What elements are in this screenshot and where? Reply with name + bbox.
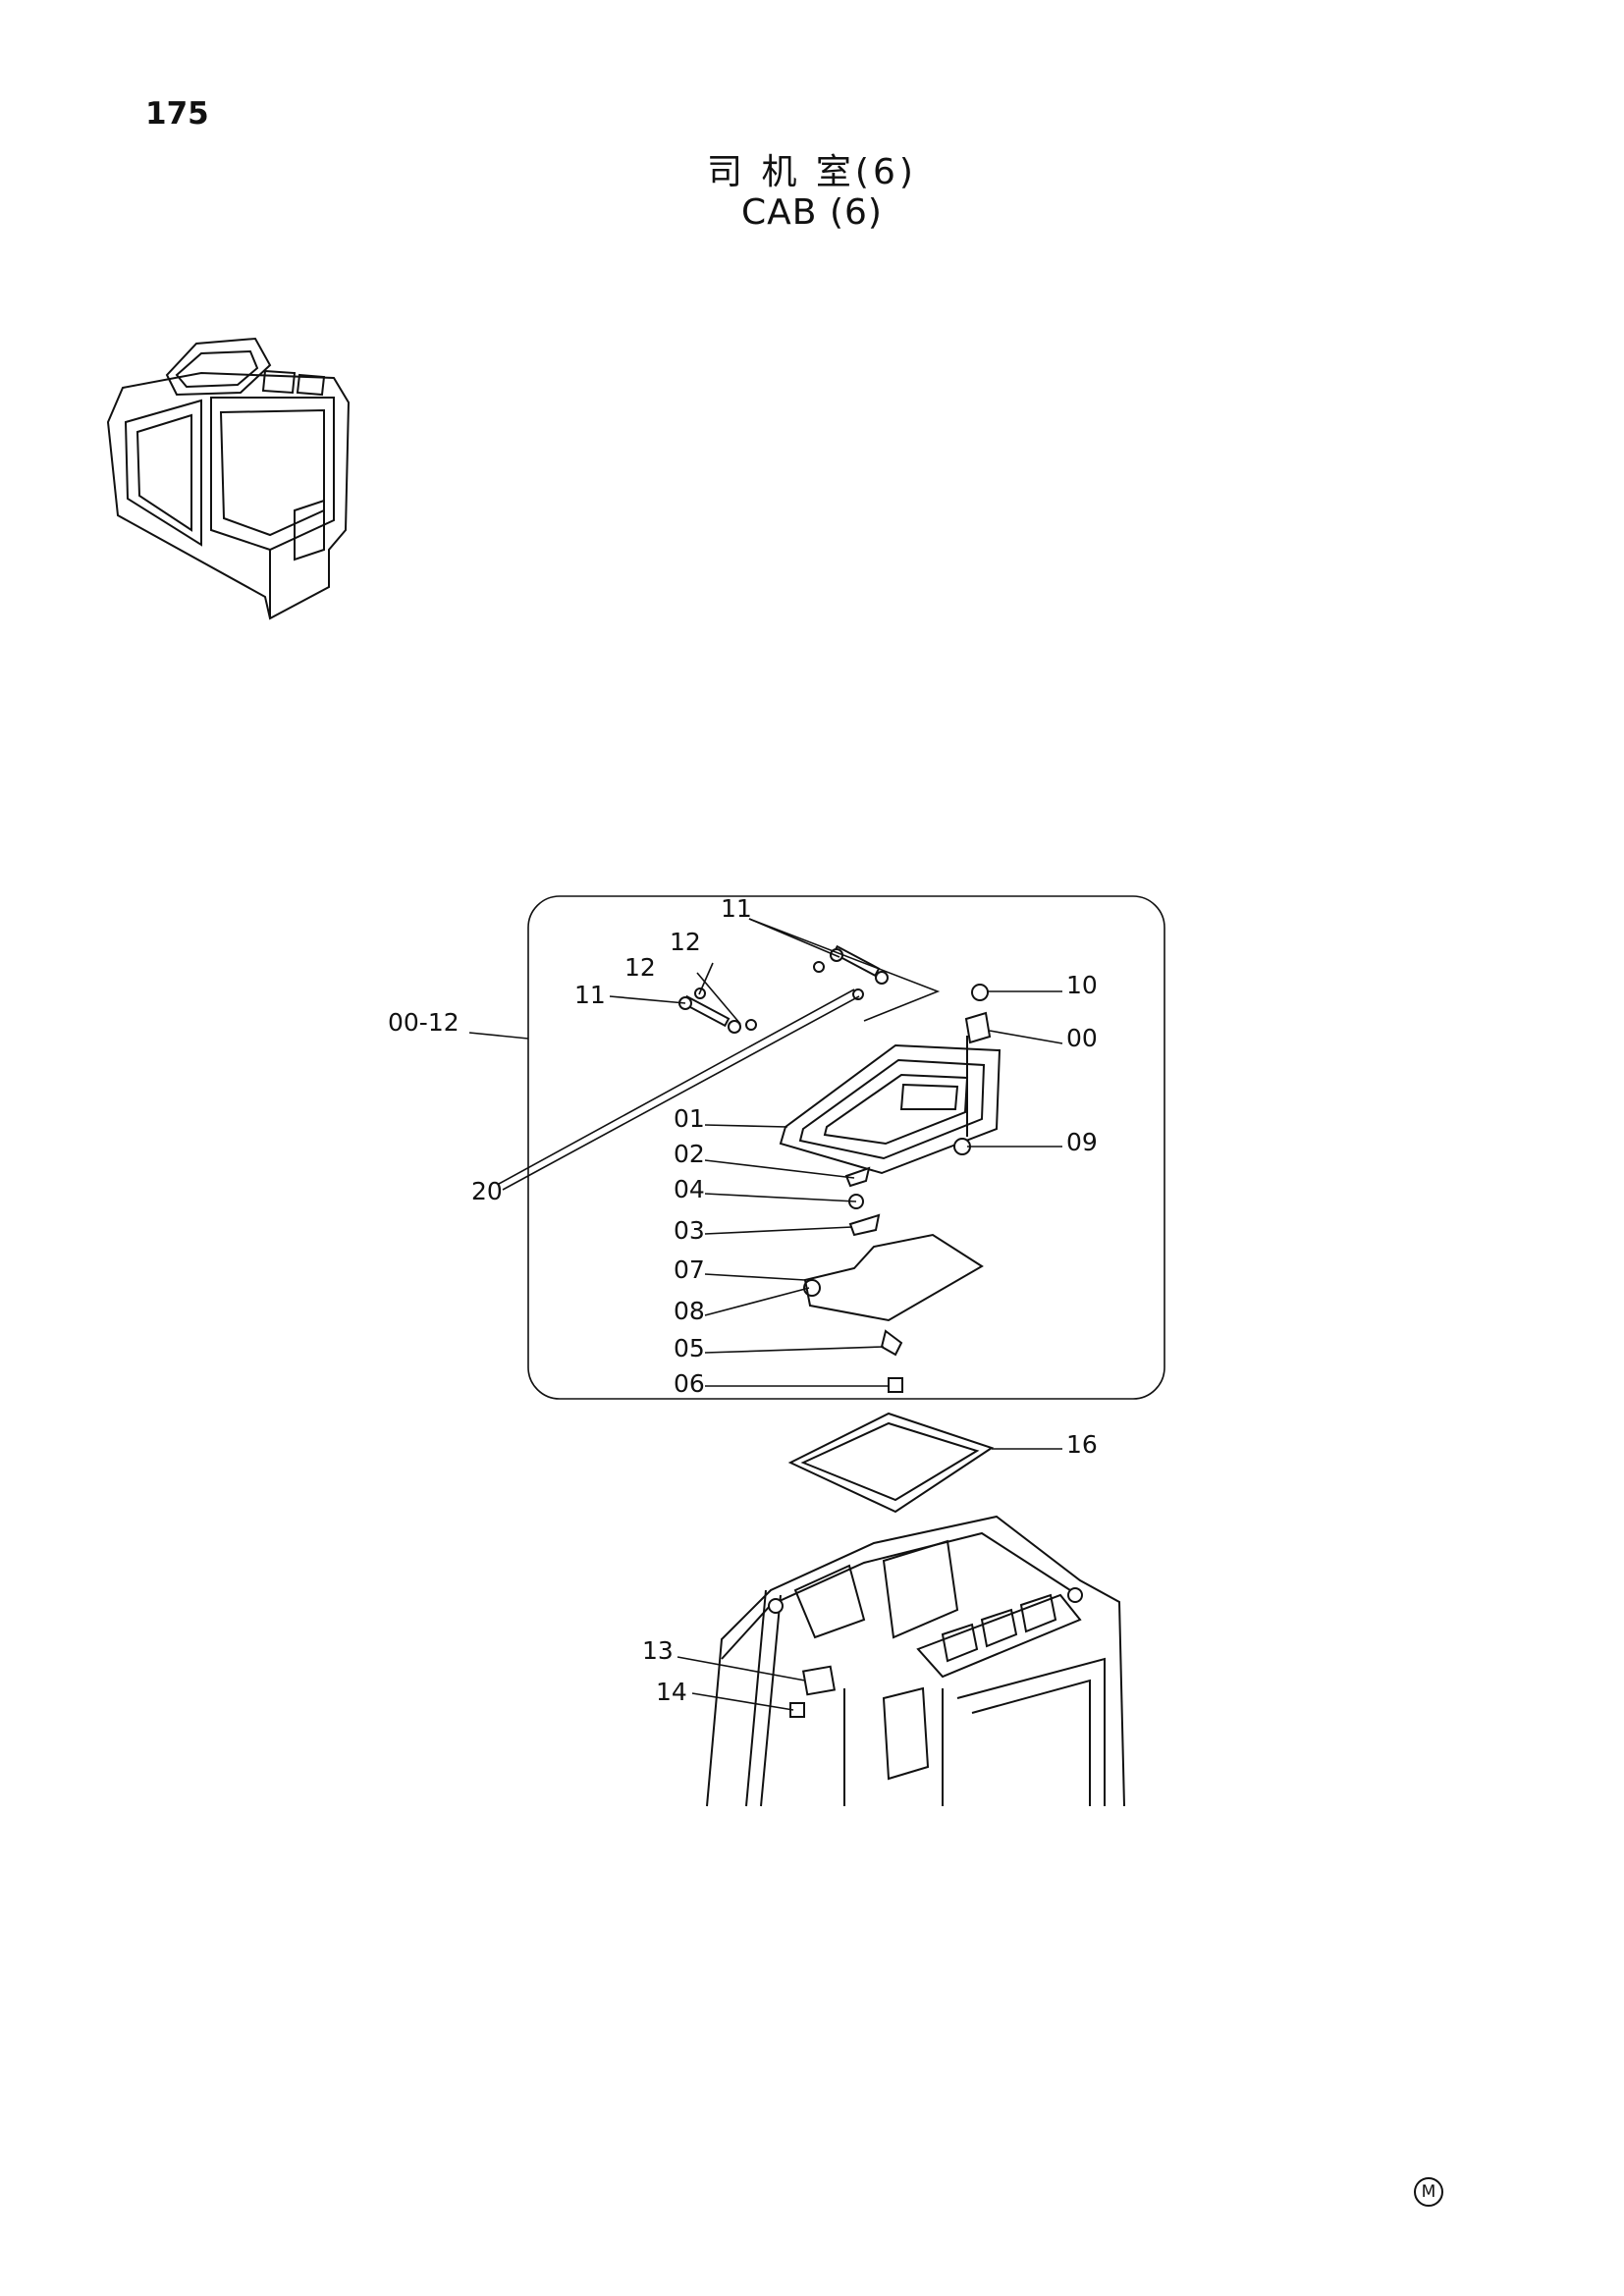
title-chinese: 司 机 室(6) [707, 152, 917, 192]
callout-00-12: 00-12 [388, 1008, 460, 1037]
callout-07: 07 [674, 1255, 705, 1284]
callout-09: 09 [1066, 1128, 1098, 1156]
callout-11-left: 11 [574, 981, 606, 1009]
callout-labels: 11 12 12 11 10 00 00-12 01 02 04 03 07 0… [388, 894, 1098, 1706]
callout-02: 02 [674, 1140, 705, 1168]
assembly-box [527, 895, 1165, 1400]
callout-03: 03 [674, 1216, 705, 1245]
callout-12-left: 12 [624, 953, 656, 982]
callout-00: 00 [1066, 1024, 1098, 1052]
callout-06: 06 [674, 1369, 705, 1398]
seal-ring [787, 1412, 995, 1514]
callout-08: 08 [674, 1297, 705, 1325]
callout-20: 20 [471, 1177, 503, 1205]
callout-14: 14 [656, 1678, 687, 1706]
cab-main-illustration [706, 1515, 1125, 1807]
callout-13: 13 [642, 1636, 674, 1665]
cover-plate [803, 1233, 984, 1322]
m-mark-icon: M [1414, 2177, 1443, 2207]
hardware-parts [678, 944, 992, 1393]
callout-12-top: 12 [670, 928, 701, 956]
page-number: 175 [145, 96, 209, 132]
leader-lines [468, 918, 1063, 1711]
title-english: CAB (6) [741, 192, 883, 233]
callout-04: 04 [674, 1175, 705, 1203]
cab-overview-illustration [106, 337, 351, 620]
callout-16: 16 [1066, 1430, 1098, 1459]
hatch-frame [779, 1043, 1001, 1175]
callout-10: 10 [1066, 971, 1098, 999]
callout-01: 01 [674, 1104, 705, 1133]
callout-05: 05 [674, 1334, 705, 1362]
callout-11-top: 11 [721, 894, 752, 923]
